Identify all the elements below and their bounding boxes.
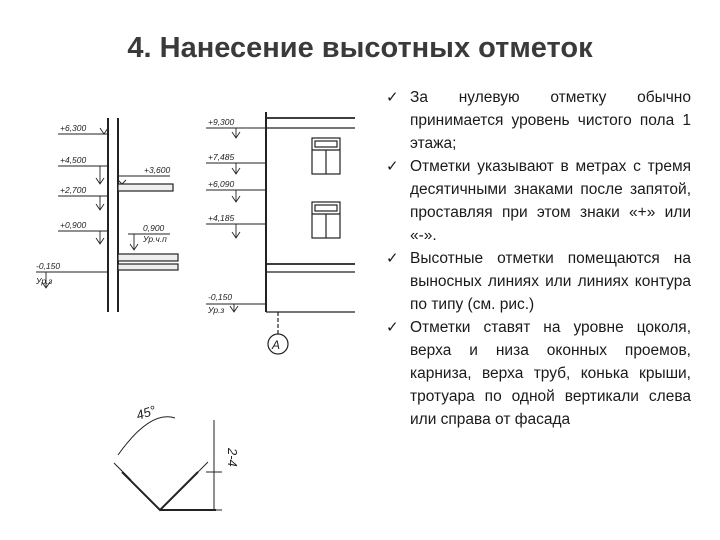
bullet-list: ✓ За нулевую отметку обычно принимается … bbox=[386, 86, 691, 431]
slide-title: 4. Нанесение высотных отметок bbox=[127, 32, 593, 64]
mark-label: +4,500 bbox=[60, 155, 87, 165]
angle-label: 45° bbox=[134, 403, 157, 423]
check-icon: ✓ bbox=[386, 318, 399, 336]
mark-label: -0,150 bbox=[36, 261, 60, 271]
mark-label: -0,150 bbox=[208, 292, 232, 302]
elevation-marks-drawing: +6,300 +4,500 +2,700 +0,900 -0,150 Ур.з … bbox=[35, 112, 355, 512]
mark-label: +6,090 bbox=[208, 179, 235, 189]
mark-label: 0,900 bbox=[143, 223, 165, 233]
mark-label: +2,700 bbox=[60, 185, 87, 195]
check-icon: ✓ bbox=[386, 249, 399, 267]
mark-label: +3,600 bbox=[144, 165, 171, 175]
mark-label: +7,485 bbox=[208, 152, 235, 162]
axis-label: А bbox=[271, 338, 280, 352]
mark-label: +4,185 bbox=[208, 213, 235, 223]
mark-label: Ур.з bbox=[35, 276, 52, 286]
mark-label: Ур.з bbox=[207, 305, 224, 315]
mark-symbol-detail bbox=[113, 416, 222, 512]
mark-label: +9,300 bbox=[208, 117, 235, 127]
wall-section-left bbox=[107, 118, 179, 312]
dimension-label: 2-4 bbox=[225, 447, 240, 467]
bullet-item: ✓ Высотные отметки помещаются на выносны… bbox=[386, 247, 691, 316]
check-icon: ✓ bbox=[386, 88, 399, 106]
building-facade bbox=[265, 112, 355, 355]
bullet-text: Высотные отметки помещаются на выносных … bbox=[410, 250, 691, 313]
bullet-item: ✓ Отметки ставят на уровне цоколя, верха… bbox=[386, 316, 691, 431]
bullet-item: ✓ Отметки указывают в метрах с тремя дес… bbox=[386, 155, 691, 247]
check-icon: ✓ bbox=[386, 157, 399, 175]
bullet-text: Отметки указывают в метрах с тремя десят… bbox=[410, 158, 691, 244]
bullet-item: ✓ За нулевую отметку обычно принимается … bbox=[386, 86, 691, 155]
mark-label: Ур.ч.п bbox=[142, 234, 167, 244]
bullet-text: Отметки ставят на уровне цоколя, верха и… bbox=[410, 319, 691, 428]
mark-label: +0,900 bbox=[60, 220, 87, 230]
mark-label: +6,300 bbox=[60, 123, 87, 133]
bullet-text: За нулевую отметку обычно принимается ур… bbox=[410, 89, 691, 152]
